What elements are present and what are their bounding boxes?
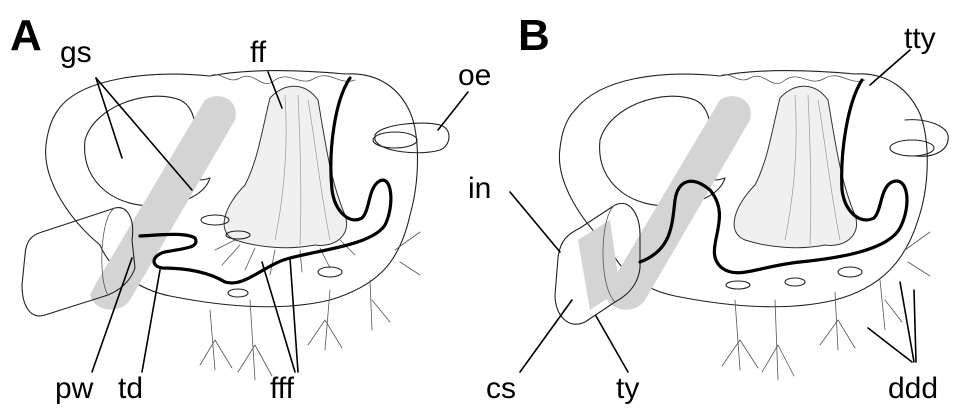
label-td: td	[118, 372, 143, 405]
panel-b: B tty in cs ty ddd	[468, 11, 948, 405]
panel-b-letter: B	[518, 11, 550, 60]
label-cs: cs	[486, 372, 516, 405]
panel-a-oval-4	[228, 289, 248, 297]
panel-a-top-ridge	[210, 75, 355, 84]
label-fff: fff	[270, 372, 295, 405]
panel-b-pharynx-band	[605, 96, 751, 310]
panel-a-oesophagus	[375, 123, 449, 153]
label-ty: ty	[616, 372, 639, 405]
panel-b-leader-ty	[596, 316, 628, 372]
panel-b-oval-1	[726, 281, 750, 289]
label-tty: tty	[904, 22, 936, 55]
panel-b-leader-in	[510, 192, 560, 252]
panel-a-letter: A	[10, 11, 42, 60]
label-oe: oe	[458, 59, 491, 92]
label-ddd: ddd	[888, 372, 938, 405]
panel-b-leader-ddd-1	[868, 328, 912, 362]
panel-a-leader-gs-1	[96, 78, 122, 158]
panel-a-oval-3	[318, 267, 342, 277]
panel-a-leader-td	[142, 270, 160, 372]
panel-b-leader-tty	[870, 50, 910, 85]
panel-a-leader-gs-2	[96, 78, 192, 190]
label-in: in	[468, 172, 491, 205]
panel-b-cone	[734, 86, 857, 247]
panel-a-cone	[224, 86, 347, 247]
panel-b-oval-2	[785, 278, 805, 286]
label-ff: ff	[250, 36, 267, 69]
panel-a-leader-fff-2	[290, 258, 298, 372]
label-gs: gs	[60, 36, 92, 69]
panel-a-leader-oe	[438, 92, 468, 130]
panel-a: A gs ff oe pw td fff	[10, 11, 491, 405]
panel-a-leader-fff-1	[262, 262, 295, 372]
panel-b-leader-ddd-3	[914, 290, 916, 362]
panel-b-oval-3	[838, 267, 862, 277]
panel-b-top-ridge	[720, 75, 865, 84]
label-pw: pw	[55, 372, 94, 405]
panel-b-leader-cs	[520, 300, 572, 372]
panel-a-oe-opening	[373, 132, 417, 148]
